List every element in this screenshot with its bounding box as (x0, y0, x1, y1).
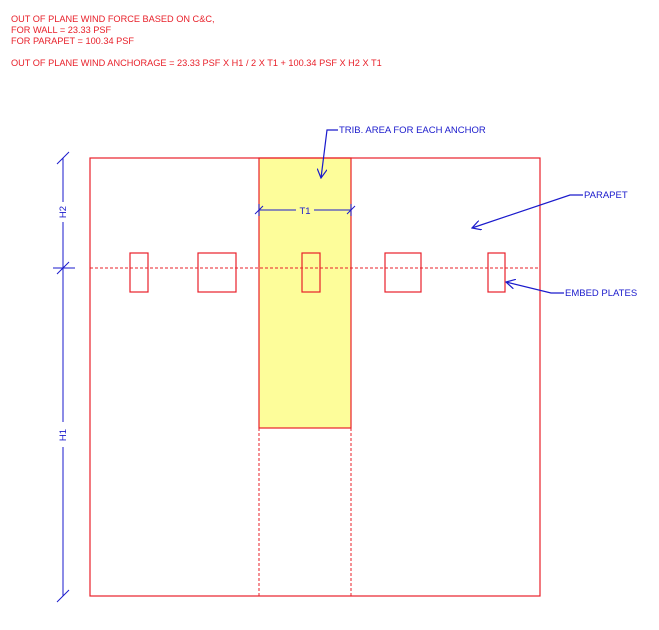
note-line-parapet-pressure: FOR PARAPET = 100.34 PSF (11, 36, 134, 46)
embed-plate (301, 252, 321, 293)
h2-label: H2 (58, 206, 69, 218)
notes-block: OUT OF PLANE WIND FORCE BASED ON C&C, FO… (11, 14, 382, 69)
parapet-label: PARAPET (584, 190, 628, 201)
h1-label: H1 (58, 429, 69, 441)
embed-plate (129, 252, 149, 293)
trib-area-fill (258, 157, 352, 429)
t1-label: T1 (299, 206, 310, 217)
trib-area-label: TRIB. AREA FOR EACH ANCHOR (339, 125, 486, 136)
height-dimension (53, 151, 75, 603)
embed-plates-leader (506, 282, 564, 294)
embed-plates-label: EMBED PLATES (565, 288, 637, 299)
trib-area-leader (321, 129, 338, 178)
parapet-leader (472, 194, 583, 228)
embed-plate (197, 252, 237, 293)
embed-plate (487, 252, 506, 293)
embed-plate (384, 252, 422, 293)
wall-outline (89, 157, 541, 597)
note-line-wind-force: OUT OF PLANE WIND FORCE BASED ON C&C, (11, 14, 215, 24)
note-line-wall-pressure: FOR WALL = 23.33 PSF (11, 25, 112, 35)
note-line-anchorage-formula: OUT OF PLANE WIND ANCHORAGE = 23.33 PSF … (11, 58, 382, 68)
t1-dimension (254, 204, 356, 216)
